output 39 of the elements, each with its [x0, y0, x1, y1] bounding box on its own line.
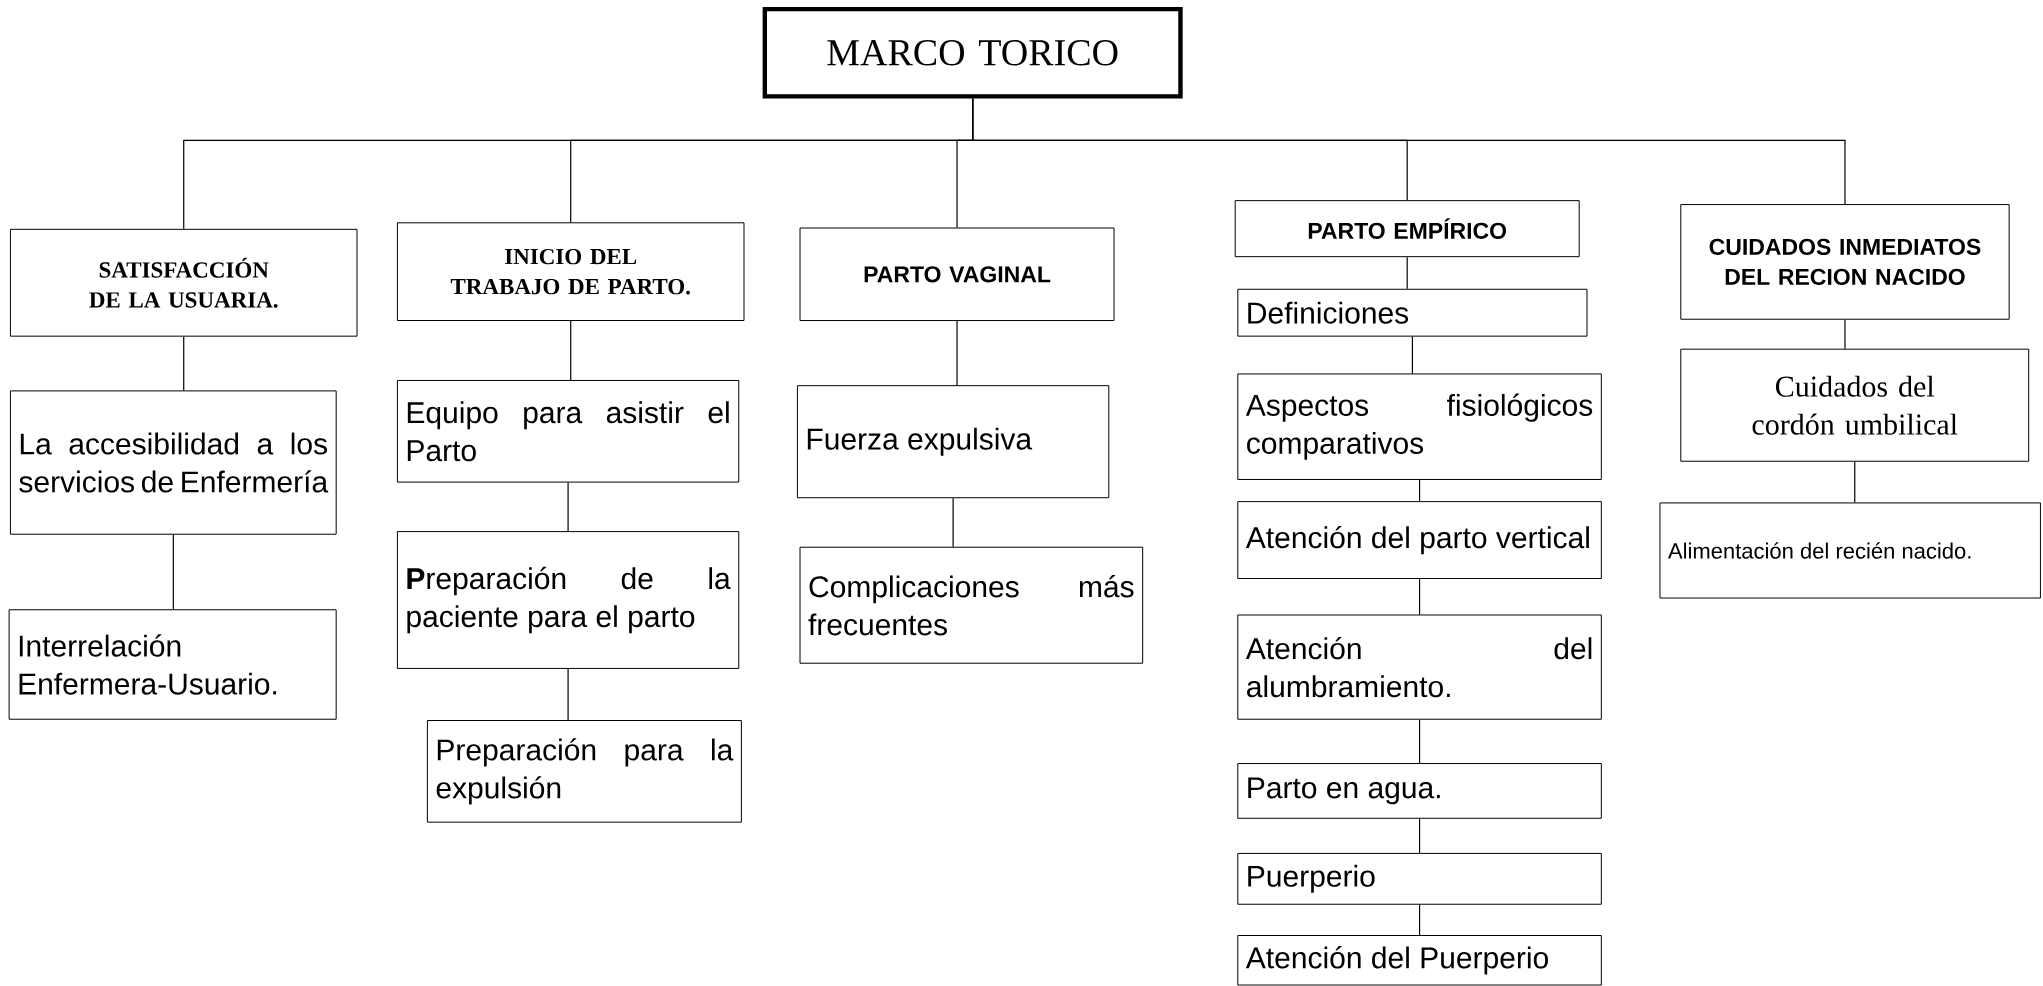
connector-line	[1854, 461, 1856, 503]
connector-line	[567, 668, 569, 721]
connector-line	[1844, 318, 1846, 350]
topic-box: Preparación para la expulsión	[426, 719, 742, 823]
heading-box: CUIDADOS INMEDIATOS DEL RECION NACIDO	[1680, 203, 2010, 320]
connector-line	[972, 97, 1846, 205]
connector-line	[1418, 904, 1421, 936]
heading-box: PARTO VAGINAL	[799, 227, 1115, 321]
connector-line	[952, 497, 954, 548]
topic-box: Preparación de la paciente para el parto	[396, 530, 740, 669]
connector-line	[1418, 578, 1421, 615]
topic-box: Complicaciones más frecuentes	[799, 546, 1144, 664]
topic-box: La accesibilidad a los servicios de Enfermería	[9, 390, 337, 535]
topic-box: Atención del Puerperio	[1237, 934, 1602, 986]
heading-box: INICIO DEL TRABAJO DE PARTO.	[396, 222, 745, 321]
connector-line	[172, 533, 174, 610]
heading-box: SATISFACCIÓN DE LA USUARIA.	[9, 228, 358, 337]
topic-box: Puerperio	[1237, 852, 1602, 905]
topic-box: Alimentación del recién nacido.	[1659, 502, 2041, 599]
connector-line	[956, 320, 958, 386]
topic-box: Atención del parto vertical	[1237, 500, 1602, 579]
topic-box: Aspectos fisiológicos comparativos	[1237, 373, 1602, 480]
connector-line	[1418, 479, 1421, 502]
topic-box: Interrelación Enfermera-Usuario.	[8, 609, 337, 720]
connector-line	[1418, 818, 1421, 854]
topic-box: Fuerza expulsiva	[796, 385, 1110, 499]
topic-box: Parto en agua.	[1237, 762, 1602, 819]
connector-line	[1418, 718, 1421, 764]
connector-line	[1411, 335, 1413, 374]
heading-box: PARTO EMPÍRICO	[1234, 200, 1580, 257]
topic-box: Equipo para asistir el Parto	[396, 379, 740, 483]
connector-line	[567, 481, 569, 532]
topic-box: Cuidados del cordón umbilical	[1680, 348, 2030, 462]
connector-line	[570, 320, 572, 381]
topic-box: Definiciones	[1237, 288, 1588, 337]
connector-line	[1406, 256, 1408, 290]
title-box: MARCO TORICO	[762, 6, 1183, 99]
topic-box: Atención del alumbramiento.	[1237, 614, 1602, 720]
connector-line	[183, 335, 185, 391]
